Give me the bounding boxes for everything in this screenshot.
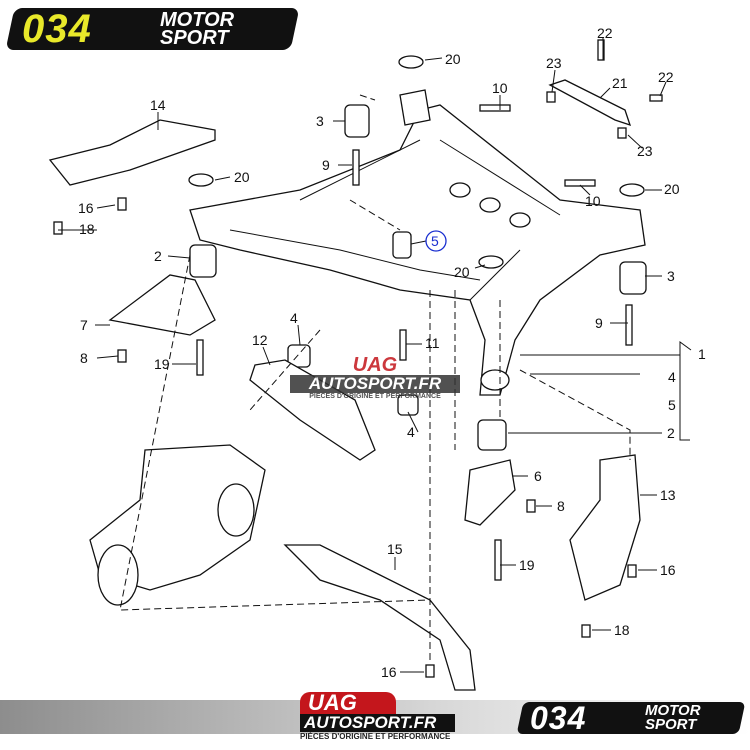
dealer-name: UAG xyxy=(300,692,396,714)
callout-22: 22 xyxy=(597,25,613,41)
leader-lines xyxy=(58,38,692,673)
callout-9: 9 xyxy=(322,157,330,173)
callout-23: 23 xyxy=(546,55,562,71)
logo-word-motor: MOTOR xyxy=(160,9,235,31)
callout-11: 11 xyxy=(425,335,440,351)
callout-6: 6 xyxy=(534,468,542,484)
bushings xyxy=(188,55,647,451)
callout-3: 3 xyxy=(316,113,324,129)
watermark: UAG AUTOSPORT.FR PIÈCES D'ORIGINE ET PER… xyxy=(290,355,460,400)
callout-23: 23 xyxy=(637,143,653,159)
callout-18: 18 xyxy=(614,622,630,638)
watermark-site: AUTOSPORT.FR xyxy=(290,375,460,393)
callout-21: 21 xyxy=(612,75,628,91)
callout-15: 15 xyxy=(387,541,403,557)
highlight-circle xyxy=(425,230,447,252)
brackets xyxy=(48,79,641,691)
callout-5-highlighted: 5 xyxy=(431,233,439,249)
callout-2: 2 xyxy=(667,425,675,441)
callout-3: 3 xyxy=(667,268,675,284)
dealer-tagline: PIÈCES D'ORIGINE ET PERFORMANCE xyxy=(300,732,451,741)
callout-16: 16 xyxy=(78,200,94,216)
callout-4: 4 xyxy=(290,310,298,326)
subframe xyxy=(189,89,646,396)
callout-7: 7 xyxy=(80,317,88,333)
callout-20: 20 xyxy=(454,264,470,280)
logo-number-bottom: 034 xyxy=(530,700,587,736)
callout-labels: 20 22 23 21 22 14 10 3 23 9 20 10 20 16 … xyxy=(78,25,706,680)
logo-word-sport-bottom: SPORT xyxy=(645,716,697,733)
dealer-site: AUTOSPORT.FR xyxy=(300,714,455,732)
callout-16: 16 xyxy=(660,562,676,578)
callout-8: 8 xyxy=(80,350,88,366)
callout-10: 10 xyxy=(492,80,508,96)
callout-20: 20 xyxy=(234,169,250,185)
callout-14: 14 xyxy=(150,97,166,113)
logo-number: 034 xyxy=(22,7,92,51)
alignment-lines xyxy=(119,94,631,660)
callout-1: 1 xyxy=(698,346,706,362)
callout-13: 13 xyxy=(660,487,676,503)
callout-19: 19 xyxy=(154,356,170,372)
callout-4: 4 xyxy=(407,424,415,440)
callout-22: 22 xyxy=(658,69,674,85)
callout-9: 9 xyxy=(595,315,603,331)
watermark-name: UAG xyxy=(352,354,398,376)
callout-19: 19 xyxy=(519,557,535,573)
callout-5: 5 xyxy=(668,397,676,413)
callout-20: 20 xyxy=(664,181,680,197)
callout-8: 8 xyxy=(557,498,565,514)
watermark-tagline: PIÈCES D'ORIGINE ET PERFORMANCE xyxy=(309,393,441,400)
callout-18: 18 xyxy=(79,221,95,237)
dealer-logo: UAG AUTOSPORT.FR PIÈCES D'ORIGINE ET PER… xyxy=(300,692,455,741)
callout-12: 12 xyxy=(252,332,268,348)
logo-word-motor-bottom: MOTOR xyxy=(645,702,701,719)
callout-20: 20 xyxy=(445,51,461,67)
logo-word-sport: SPORT xyxy=(160,27,229,49)
callout-10: 10 xyxy=(585,193,601,209)
callout-2: 2 xyxy=(154,248,162,264)
callout-16: 16 xyxy=(381,664,397,680)
bolts xyxy=(53,39,663,678)
callout-4: 4 xyxy=(668,369,676,385)
